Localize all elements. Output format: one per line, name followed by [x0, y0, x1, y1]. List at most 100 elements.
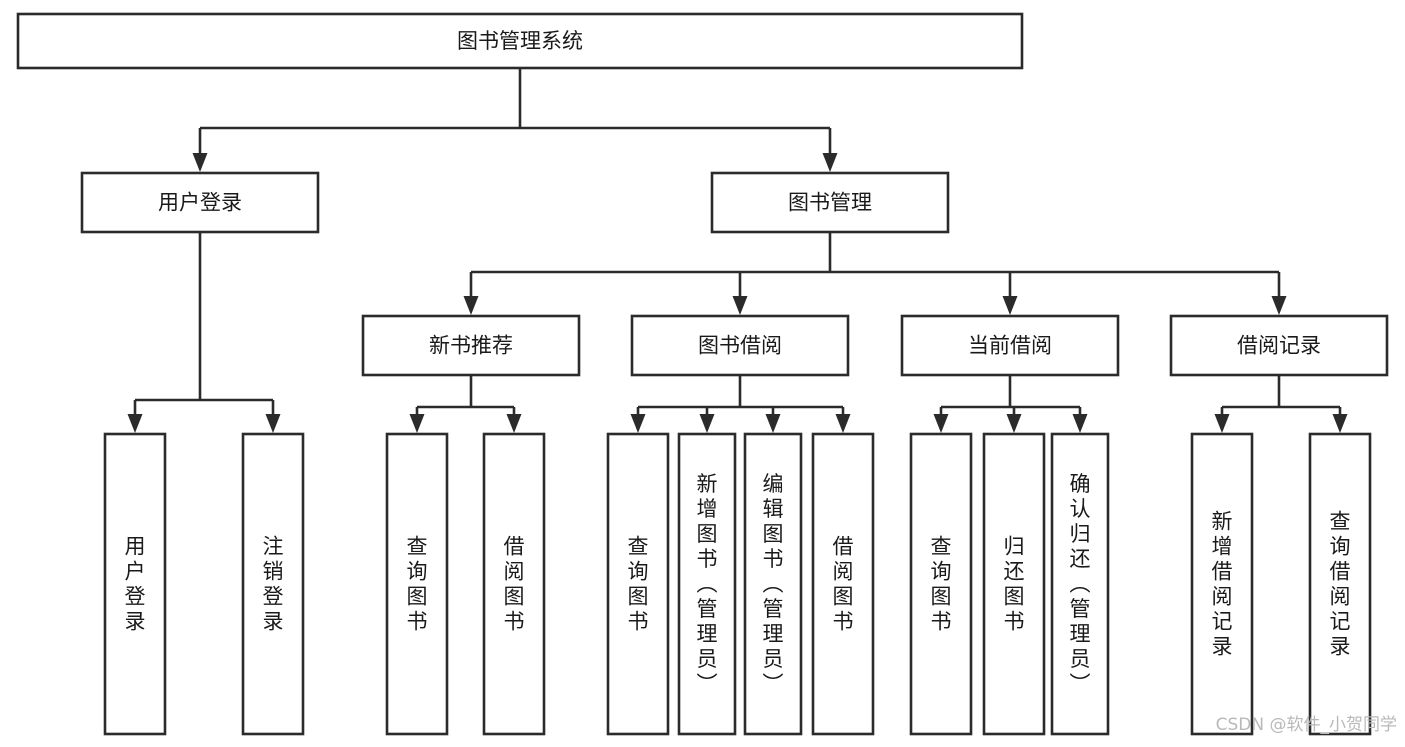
arrow-head-leaf_5: [699, 414, 715, 433]
arrow-head-l2_0: [463, 296, 479, 315]
vertical-char: ︵: [763, 572, 784, 596]
connector-group-l2_1: [630, 375, 851, 433]
node-box-leaf_3[interactable]: [482, 432, 546, 736]
node-box-leaf_1[interactable]: [241, 432, 305, 736]
node-box-l2_0[interactable]: [361, 314, 581, 377]
vertical-char: 书: [833, 610, 854, 634]
node-l2_0[interactable]: 新书推荐: [361, 314, 581, 377]
node-leaf_0[interactable]: 用户登录: [103, 432, 167, 736]
node-leaf_1[interactable]: 注销登录: [241, 432, 305, 736]
vertical-char: 登: [263, 585, 284, 609]
node-l2_1[interactable]: 图书借阅: [630, 314, 850, 377]
node-l2_3[interactable]: 借阅记录: [1169, 314, 1389, 377]
node-box-leaf_5[interactable]: [677, 432, 737, 736]
node-label-leaf_1: 注销登录: [263, 535, 284, 634]
arrow-head-leaf_2: [409, 414, 425, 433]
vertical-char: 新: [1212, 510, 1233, 534]
node-box-l2_1[interactable]: [630, 314, 850, 377]
vertical-char: ︶: [697, 672, 718, 696]
vertical-char: 查: [407, 535, 428, 559]
arrow-head-leaf_9: [1006, 414, 1022, 433]
vertical-char: 书: [504, 610, 525, 634]
node-leaf_5[interactable]: 新增图书︵管理员︶: [677, 432, 737, 736]
vertical-char: 归: [1070, 522, 1091, 546]
node-l1_0[interactable]: 用户登录: [80, 171, 320, 234]
node-label-l2_2: 当前借阅: [968, 334, 1052, 358]
vertical-char: 图: [833, 585, 854, 609]
node-l2_2[interactable]: 当前借阅: [900, 314, 1120, 377]
vertical-char: 图: [504, 585, 525, 609]
node-box-leaf_8[interactable]: [909, 432, 973, 736]
vertical-char: ︶: [1070, 672, 1091, 696]
vertical-char: 图: [763, 522, 784, 546]
node-leaf_2[interactable]: 查询图书: [385, 432, 449, 736]
vertical-char: 编: [763, 472, 784, 496]
arrow-head-leaf_3: [506, 414, 522, 433]
vertical-char: 管: [697, 597, 718, 621]
vertical-char: 员: [697, 647, 718, 671]
vertical-char: 询: [628, 560, 649, 584]
connector-group-l2_0: [409, 375, 522, 433]
vertical-char: 询: [407, 560, 428, 584]
vertical-char: 注: [263, 535, 284, 559]
vertical-char: 阅: [833, 560, 854, 584]
node-leaf_3[interactable]: 借阅图书: [482, 432, 546, 736]
node-box-leaf_0[interactable]: [103, 432, 167, 736]
node-box-leaf_9[interactable]: [982, 432, 1046, 736]
vertical-char: 记: [1212, 610, 1233, 634]
vertical-char: ︶: [763, 672, 784, 696]
vertical-char: 借: [1212, 560, 1233, 584]
node-leaf_9[interactable]: 归还图书: [982, 432, 1046, 736]
node-leaf_6[interactable]: 编辑图书︵管理员︶: [743, 432, 803, 736]
node-box-leaf_4[interactable]: [606, 432, 670, 736]
vertical-char: 录: [1330, 635, 1351, 659]
vertical-char: 书: [763, 547, 784, 571]
node-box-leaf_7[interactable]: [811, 432, 875, 736]
node-box-leaf_2[interactable]: [385, 432, 449, 736]
vertical-char: 理: [697, 622, 718, 646]
vertical-char: ︵: [697, 572, 718, 596]
node-leaf_4[interactable]: 查询图书: [606, 432, 670, 736]
node-label-root: 图书管理系统: [457, 29, 583, 53]
node-box-l2_2[interactable]: [900, 314, 1120, 377]
node-leaf_11[interactable]: 新增借阅记录: [1190, 432, 1254, 736]
vertical-char: 书: [697, 547, 718, 571]
node-box-l2_3[interactable]: [1169, 314, 1389, 377]
vertical-char: 录: [125, 610, 146, 634]
node-box-leaf_10[interactable]: [1050, 432, 1110, 736]
node-leaf_8[interactable]: 查询图书: [909, 432, 973, 736]
node-label-leaf_9: 归还图书: [1004, 535, 1025, 634]
arrow-head-leaf_12: [1332, 414, 1348, 433]
node-box-l1_0[interactable]: [80, 171, 320, 234]
node-box-leaf_6[interactable]: [743, 432, 803, 736]
arrow-head-l2_1: [732, 296, 748, 315]
node-box-l1_1[interactable]: [710, 171, 950, 234]
vertical-char: 图: [697, 522, 718, 546]
node-box-leaf_12[interactable]: [1308, 432, 1372, 736]
vertical-char: 书: [628, 610, 649, 634]
node-label-leaf_3: 借阅图书: [504, 535, 525, 634]
node-leaf_7[interactable]: 借阅图书: [811, 432, 875, 736]
vertical-char: 图: [628, 585, 649, 609]
node-box-root[interactable]: [16, 12, 1024, 70]
node-leaf_10[interactable]: 确认归还︵管理员︶: [1050, 432, 1110, 736]
node-leaf_12[interactable]: 查询借阅记录: [1308, 432, 1372, 736]
connector-group-l1_1: [463, 232, 1287, 315]
arrow-head-l1_0: [192, 153, 208, 172]
arrow-head-l2_3: [1271, 296, 1287, 315]
node-box-leaf_11[interactable]: [1190, 432, 1254, 736]
vertical-char: 户: [125, 560, 146, 584]
arrow-head-leaf_4: [630, 414, 646, 433]
arrow-head-l1_1: [822, 153, 838, 172]
vertical-char: 还: [1004, 560, 1025, 584]
vertical-char: 新: [697, 472, 718, 496]
connector-group-l1_0: [127, 232, 281, 433]
node-root[interactable]: 图书管理系统: [16, 12, 1024, 70]
node-label-l2_0: 新书推荐: [429, 334, 513, 358]
vertical-char: 辑: [763, 497, 784, 521]
node-l1_1[interactable]: 图书管理: [710, 171, 950, 234]
vertical-char: 认: [1070, 497, 1091, 521]
vertical-char: 记: [1330, 610, 1351, 634]
